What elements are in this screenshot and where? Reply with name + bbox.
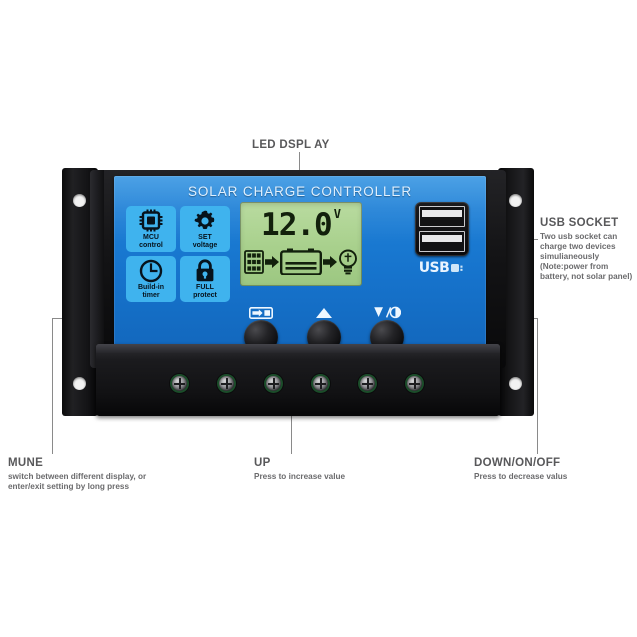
mounting-hole [73,377,86,390]
callout-title: MUNE [8,457,44,469]
callout-led-display: LED DSPL AY [252,138,330,154]
terminal-screw[interactable] [360,376,375,391]
callout-mune: MUNE switch between different display, o… [8,456,148,492]
mounting-hole [73,194,86,207]
callout-title: USB SOCKET [540,217,619,229]
leader-line-mune-vertical [52,318,53,454]
callout-title: UP [254,457,271,469]
screen-menu-icon [249,306,273,319]
lcd-voltage-value: 12.0 [261,207,333,243]
badge-label-line2: control [139,242,163,249]
callout-description: switch between different display, or ent… [8,472,147,491]
callout-description: Two usb socket can charge two devices si… [540,232,633,281]
arrow-right-icon [323,255,337,274]
usb-ports[interactable] [415,202,469,256]
callout-up: UP Press to increase value [254,456,404,482]
callout-description: Press to decrease valus [474,472,568,481]
mounting-hole [509,377,522,390]
badge-label-line2: voltage [192,242,218,249]
terminal-screw[interactable] [172,376,187,391]
badge-label-line1: Build-in [137,284,165,291]
callout-title: DOWN/ON/OFF [474,457,561,469]
callout-down: DOWN/ON/OFF Press to decrease valus [474,456,634,482]
lock-icon [194,259,216,283]
terminal-screw[interactable] [407,376,422,391]
faceplate: SOLAR CHARGE CONTROLLER [114,176,486,358]
usb-logo: USB [412,260,472,276]
light-bulb-icon [338,249,358,280]
arrow-right-icon [265,255,279,274]
leader-line-down-vertical [537,318,538,454]
lcd-voltage-unit: V [333,207,341,221]
triangle-down-power-icon [373,306,401,319]
badge-mcu-control: MCU control [126,206,176,252]
usb-socket-group: USB [412,202,472,276]
battery-icon [280,248,322,280]
terminal-screw[interactable] [219,376,234,391]
usb-logo-text: USB [418,260,450,276]
chip-icon [138,209,164,233]
lcd-flow-diagram [244,247,358,281]
callout-title: LED DSPL AY [252,139,330,151]
usb-trident-icon [451,264,463,272]
gear-icon [193,209,217,233]
terminal-housing [96,344,500,416]
usb-port-top[interactable] [419,206,465,227]
badge-label-line2: protect [193,292,217,299]
mounting-hole [509,194,522,207]
terminal-screw[interactable] [313,376,328,391]
brand-title: SOLAR CHARGE CONTROLLER [188,184,412,199]
badge-label-line1: FULL [196,284,214,291]
terminal-screw-group [172,376,422,391]
callout-usb-socket: USB SOCKET Two usb socket can charge two… [540,216,637,282]
badge-label-line2: timer [142,292,160,299]
badge-label-line1: SET [198,234,212,241]
solar-charge-controller-device: SOLAR CHARGE CONTROLLER [62,168,534,416]
badge-build-in-timer: Build-in timer [126,256,176,302]
clock-icon [139,259,163,283]
solar-panel-icon [244,249,264,279]
badge-set-voltage: SET voltage [180,206,230,252]
badge-full-protect: FULL protect [180,256,230,302]
badge-label-line1: MCU [143,234,159,241]
triangle-up-icon [315,306,333,319]
usb-port-bottom[interactable] [419,231,465,252]
feature-badge-group: MCU control SET voltage [126,206,230,302]
callout-description: Press to increase value [254,472,346,481]
terminal-screw[interactable] [266,376,281,391]
